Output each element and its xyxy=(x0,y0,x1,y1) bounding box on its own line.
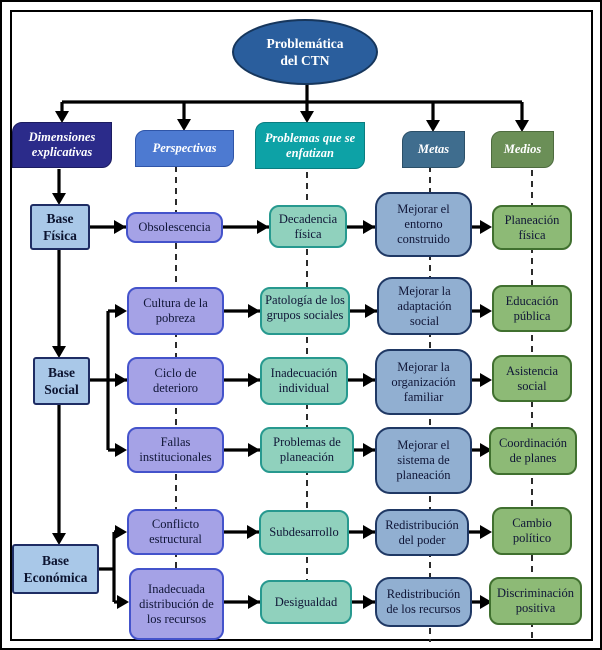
node-obsolescencia: Obsolescencia xyxy=(126,212,223,243)
column-header-dimensiones-explicativas: Dimensiones explicativas xyxy=(12,122,112,168)
column-header-problemas-que-se-enfatizan: Problemas que se enfatizan xyxy=(255,122,365,169)
node-asistencia-social: Asistencia social xyxy=(492,355,572,402)
node-mejorar-sistema-planeacion: Mejorar el sistema de planeación xyxy=(375,427,472,494)
column-header-perspectivas: Perspectivas xyxy=(135,130,234,167)
column-header-medios: Medios xyxy=(491,131,554,168)
column-header-metas: Metas xyxy=(402,131,465,168)
node-base-economica: Base Económica xyxy=(12,544,99,594)
node-educacion-publica: Educación pública xyxy=(492,285,572,332)
node-patologia-grupos-sociales: Patología de los grupos sociales xyxy=(260,287,350,335)
node-base-social: Base Social xyxy=(33,357,90,405)
node-mejorar-adaptacion-social: Mejorar la adaptación social xyxy=(377,277,472,335)
node-mejorar-entorno-construido: Mejorar el entorno construido xyxy=(375,192,472,257)
node-redistribucion-de-recursos: Redistribución de los recursos xyxy=(375,577,472,627)
node-ciclo-de-deterioro: Ciclo de deterioro xyxy=(127,357,224,405)
node-desigualdad: Desigualdad xyxy=(260,580,352,624)
node-fallas-institucionales: Fallas institucionales xyxy=(127,427,224,473)
root-node-label: Problemática del CTN xyxy=(266,36,344,68)
node-discriminacion-positiva: Discriminación positiva xyxy=(489,577,582,625)
node-inadecuada-distribucion: Inadecuada distribución de los recursos xyxy=(129,568,224,640)
node-redistribucion-del-poder: Redistribución del poder xyxy=(375,509,469,556)
node-planeacion-fisica: Planeación física xyxy=(492,205,572,250)
node-problemas-de-planeacion: Problemas de planeación xyxy=(260,427,354,473)
node-subdesarrollo: Subdesarrollo xyxy=(259,510,349,555)
node-inadecuacion-individual: Inadecuación individual xyxy=(260,357,348,405)
node-base-fisica: Base Física xyxy=(30,204,90,250)
node-cultura-de-la-pobreza: Cultura de la pobreza xyxy=(127,287,224,335)
node-coordinacion-de-planes: Coordinación de planes xyxy=(489,427,577,475)
node-mejorar-organizacion-familiar: Mejorar la organización familiar xyxy=(375,349,472,415)
node-decadencia-fisica: Decadencia física xyxy=(269,205,347,248)
root-node: Problemática del CTN xyxy=(232,19,378,85)
node-cambio-politico: Cambio político xyxy=(492,507,572,555)
node-conflicto-estructural: Conflicto estructural xyxy=(127,509,224,555)
